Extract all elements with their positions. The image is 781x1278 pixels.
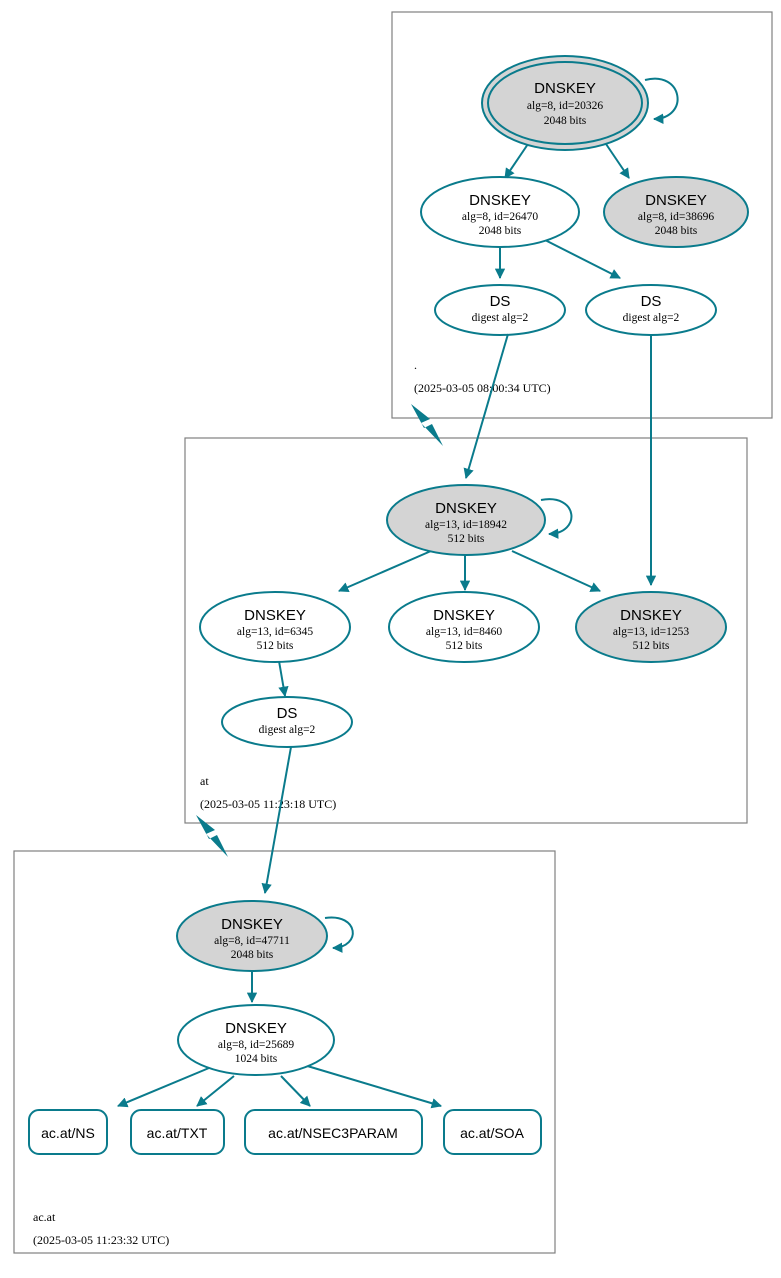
delegation-arrow-root-to-at	[411, 404, 443, 446]
node-size: 512 bits	[448, 533, 485, 545]
delegation-arrow-at-to-acat	[196, 815, 228, 857]
edge-acat-zsk-to-ns	[117, 1067, 210, 1108]
edge-at-ds-to-acat-ksk	[261, 746, 292, 895]
node-root-ds-right[interactable]: DS digest alg=2	[585, 284, 717, 336]
node-size: 2048 bits	[231, 949, 274, 961]
rrset-label: ac.at/NSEC3PARAM	[268, 1125, 398, 1141]
node-params: alg=8, id=25689	[218, 1039, 294, 1051]
node-title: DNSKEY	[645, 192, 707, 209]
node-at-ds[interactable]: DS digest alg=2	[221, 696, 353, 748]
edge-root-ksk-to-key38696	[605, 143, 630, 179]
zone-root-edges	[494, 77, 679, 280]
node-size: 1024 bits	[235, 1053, 278, 1065]
node-title: DNSKEY	[433, 607, 495, 624]
zone-acat-name: ac.at	[33, 1210, 56, 1224]
node-outline	[199, 591, 351, 663]
node-root-ksk-20326[interactable]: DNSKEY alg=8, id=20326 2048 bits	[481, 55, 649, 151]
rrset-label: ac.at/TXT	[147, 1125, 208, 1141]
rrset-label: ac.at/SOA	[460, 1125, 524, 1141]
node-params: alg=13, id=8460	[426, 626, 502, 638]
node-outline	[434, 284, 566, 336]
node-params: alg=8, id=26470	[462, 211, 538, 223]
node-size: 512 bits	[633, 640, 670, 652]
edge-at-ksk-to-key1253	[511, 550, 601, 592]
node-at-zsk-6345[interactable]: DNSKEY alg=13, id=6345 512 bits	[199, 591, 351, 663]
edge-acat-zsk-to-txt	[196, 1075, 235, 1107]
edge-at-ksk-to-zsk6345	[338, 550, 432, 593]
node-acat-zsk-25689[interactable]: DNSKEY alg=8, id=25689 1024 bits	[177, 1004, 335, 1076]
zone-at-name: at	[200, 774, 209, 788]
node-root-key-38696[interactable]: DNSKEY alg=8, id=38696 2048 bits	[603, 176, 749, 248]
node-outline	[388, 591, 540, 663]
zone-acat: DNSKEY alg=8, id=47711 2048 bits DNSKEY …	[13, 850, 556, 1254]
node-root-zsk-26470[interactable]: DNSKEY alg=8, id=26470 2048 bits	[420, 176, 580, 248]
rrset-label: ac.at/NS	[41, 1125, 95, 1141]
node-acat-ksk-47711[interactable]: DNSKEY alg=8, id=47711 2048 bits	[176, 900, 328, 972]
edge-acat-zsk-to-nsec3param	[280, 1075, 311, 1107]
node-outline	[603, 176, 749, 248]
node-at-zsk-8460[interactable]: DNSKEY alg=13, id=8460 512 bits	[388, 591, 540, 663]
node-params: alg=8, id=47711	[214, 935, 290, 947]
zone-at-timestamp: (2025-03-05 11:23:18 UTC)	[200, 797, 336, 811]
node-root-ds-left[interactable]: DS digest alg=2	[434, 284, 566, 336]
node-outline	[386, 484, 546, 556]
node-size: 512 bits	[257, 640, 294, 652]
zone-root-timestamp: (2025-03-05 08:00:34 UTC)	[414, 381, 551, 395]
zone-root-name: .	[414, 358, 417, 372]
node-params: alg=8, id=20326	[527, 100, 603, 112]
node-outline	[221, 696, 353, 748]
rrset-ac-at-soa[interactable]: ac.at/SOA	[443, 1109, 542, 1155]
zone-at: DNSKEY alg=13, id=18942 512 bits DNSKEY …	[184, 437, 748, 824]
node-size: 512 bits	[446, 640, 483, 652]
node-title: DS	[277, 705, 298, 722]
node-params: digest alg=2	[623, 312, 680, 324]
cross-zone-edges	[196, 333, 657, 895]
edge-at-zsk-to-ds	[278, 660, 289, 698]
zone-root: DNSKEY alg=8, id=20326 2048 bits DNSKEY …	[391, 11, 773, 419]
edge-root-zsk-to-ds-right	[544, 239, 621, 279]
node-title: DNSKEY	[534, 80, 596, 97]
rrset-ac-at-ns[interactable]: ac.at/NS	[28, 1109, 108, 1155]
edge-self-sign-at-ksk	[540, 498, 573, 539]
zone-acat-edges	[117, 916, 442, 1109]
node-outline	[177, 1004, 335, 1076]
node-title: DNSKEY	[225, 1020, 287, 1037]
node-params: alg=13, id=6345	[237, 626, 313, 638]
node-at-ksk-18942[interactable]: DNSKEY alg=13, id=18942 512 bits	[386, 484, 546, 556]
zone-acat-timestamp: (2025-03-05 11:23:32 UTC)	[33, 1233, 169, 1247]
rrset-outline	[443, 1109, 542, 1155]
node-size: 2048 bits	[479, 225, 522, 237]
node-params: digest alg=2	[472, 312, 529, 324]
rrset-outline	[244, 1109, 423, 1155]
node-outline	[420, 176, 580, 248]
rrset-outline	[28, 1109, 108, 1155]
edge-root-ksk-to-zsk26470	[504, 143, 529, 179]
edge-acat-zsk-to-soa	[303, 1064, 442, 1109]
zone-at-edges	[278, 498, 601, 698]
rrset-outline	[130, 1109, 225, 1155]
node-params: alg=8, id=38696	[638, 211, 714, 223]
node-title: DNSKEY	[244, 607, 306, 624]
rrset-ac-at-nsec3param[interactable]: ac.at/NSEC3PARAM	[244, 1109, 423, 1155]
edge-self-sign-root-ksk	[644, 77, 679, 124]
node-title: DNSKEY	[221, 916, 283, 933]
node-outline	[176, 900, 328, 972]
node-params: alg=13, id=18942	[425, 519, 507, 531]
node-title: DNSKEY	[620, 607, 682, 624]
node-title: DNSKEY	[469, 192, 531, 209]
node-title: DNSKEY	[435, 500, 497, 517]
edge-root-ds-to-at-ksk	[463, 333, 509, 479]
node-outline-inner	[487, 61, 643, 145]
node-size: 2048 bits	[655, 225, 698, 237]
node-title: DS	[641, 293, 662, 310]
node-size: 2048 bits	[544, 115, 587, 127]
node-at-key-1253[interactable]: DNSKEY alg=13, id=1253 512 bits	[575, 591, 727, 663]
node-title: DS	[490, 293, 511, 310]
node-params: digest alg=2	[259, 724, 316, 736]
edge-self-sign-acat-ksk	[324, 916, 354, 953]
node-outline	[575, 591, 727, 663]
rrset-ac-at-txt[interactable]: ac.at/TXT	[130, 1109, 225, 1155]
node-params: alg=13, id=1253	[613, 626, 689, 638]
